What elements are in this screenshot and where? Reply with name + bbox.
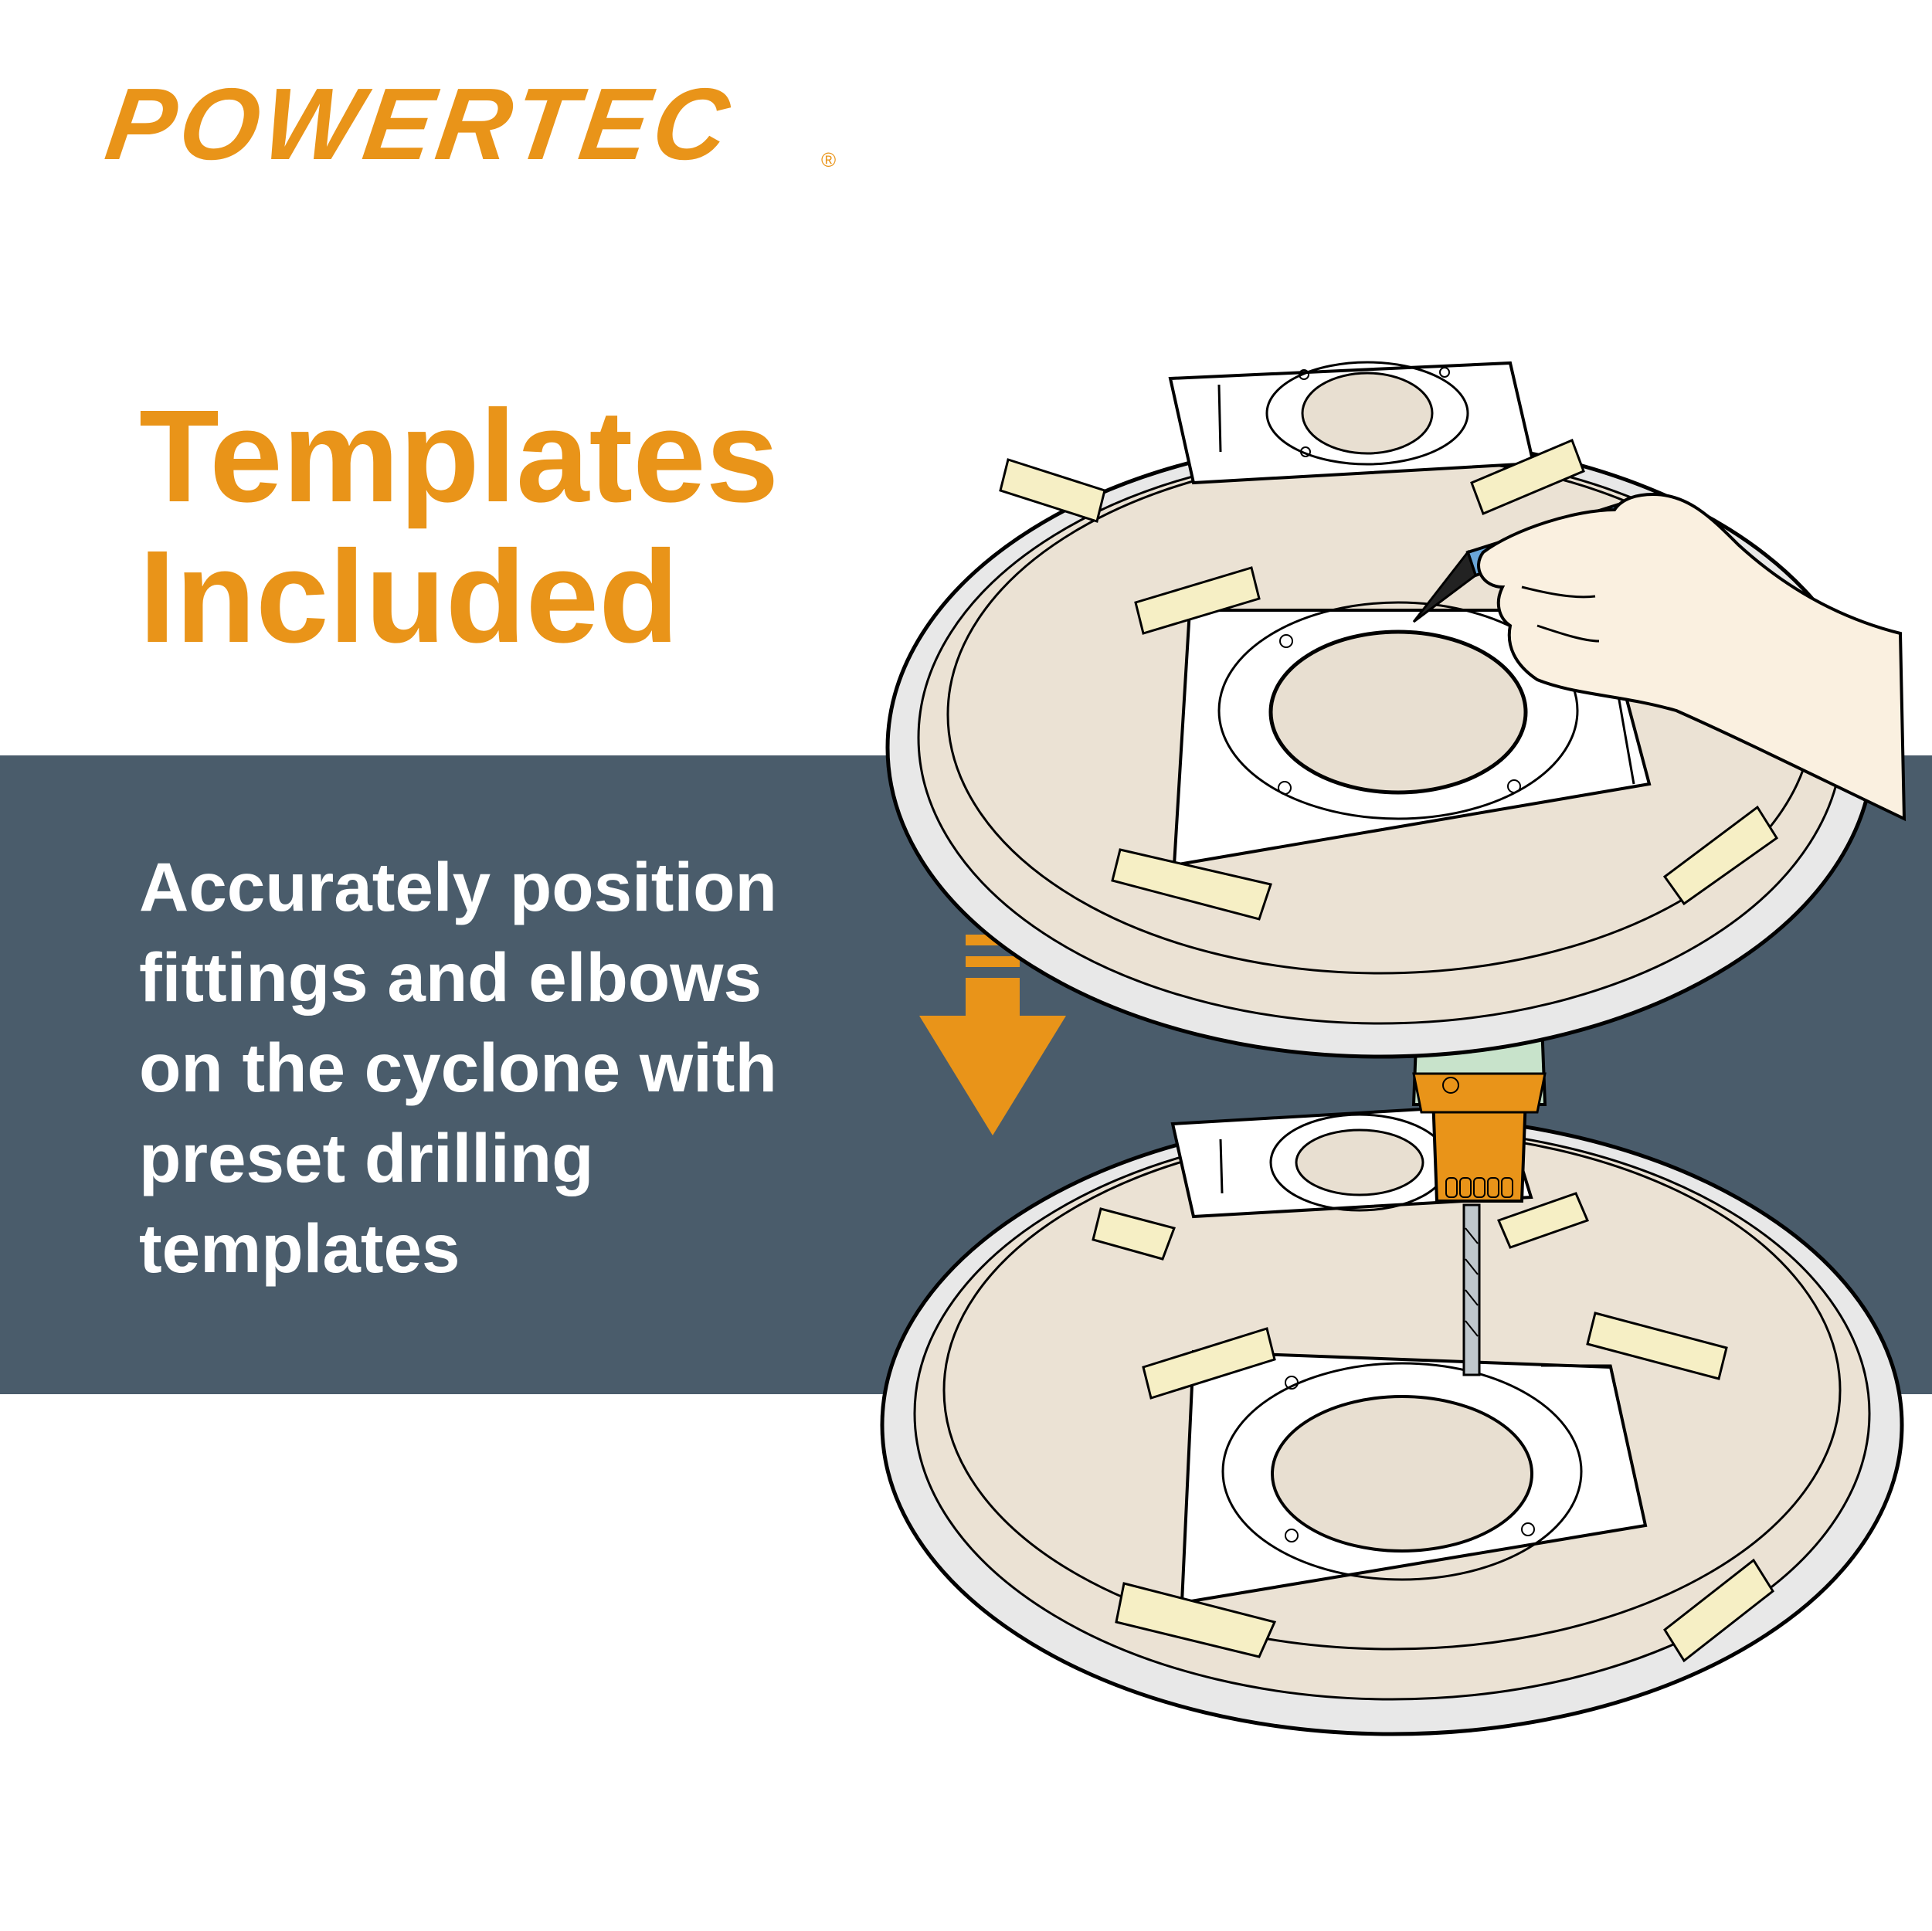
bottom-lid (880, 1102, 1904, 1736)
registered-mark: ® (821, 148, 837, 171)
description-line-1: Accurately position (139, 848, 777, 925)
description-line-4: preset drilling (139, 1119, 594, 1196)
headline-line-1: Templates (139, 383, 779, 530)
description: Accurately position fittings and elbows … (139, 842, 777, 1294)
headline-line-2: Included (139, 524, 679, 670)
description-line-2: fittings and elbows (139, 938, 762, 1016)
description-line-5: templates (139, 1210, 460, 1287)
hand-with-marker-icon (1412, 492, 1907, 822)
description-line-3: on the cyclone with (139, 1029, 777, 1106)
headline: Templates Included (139, 386, 779, 667)
